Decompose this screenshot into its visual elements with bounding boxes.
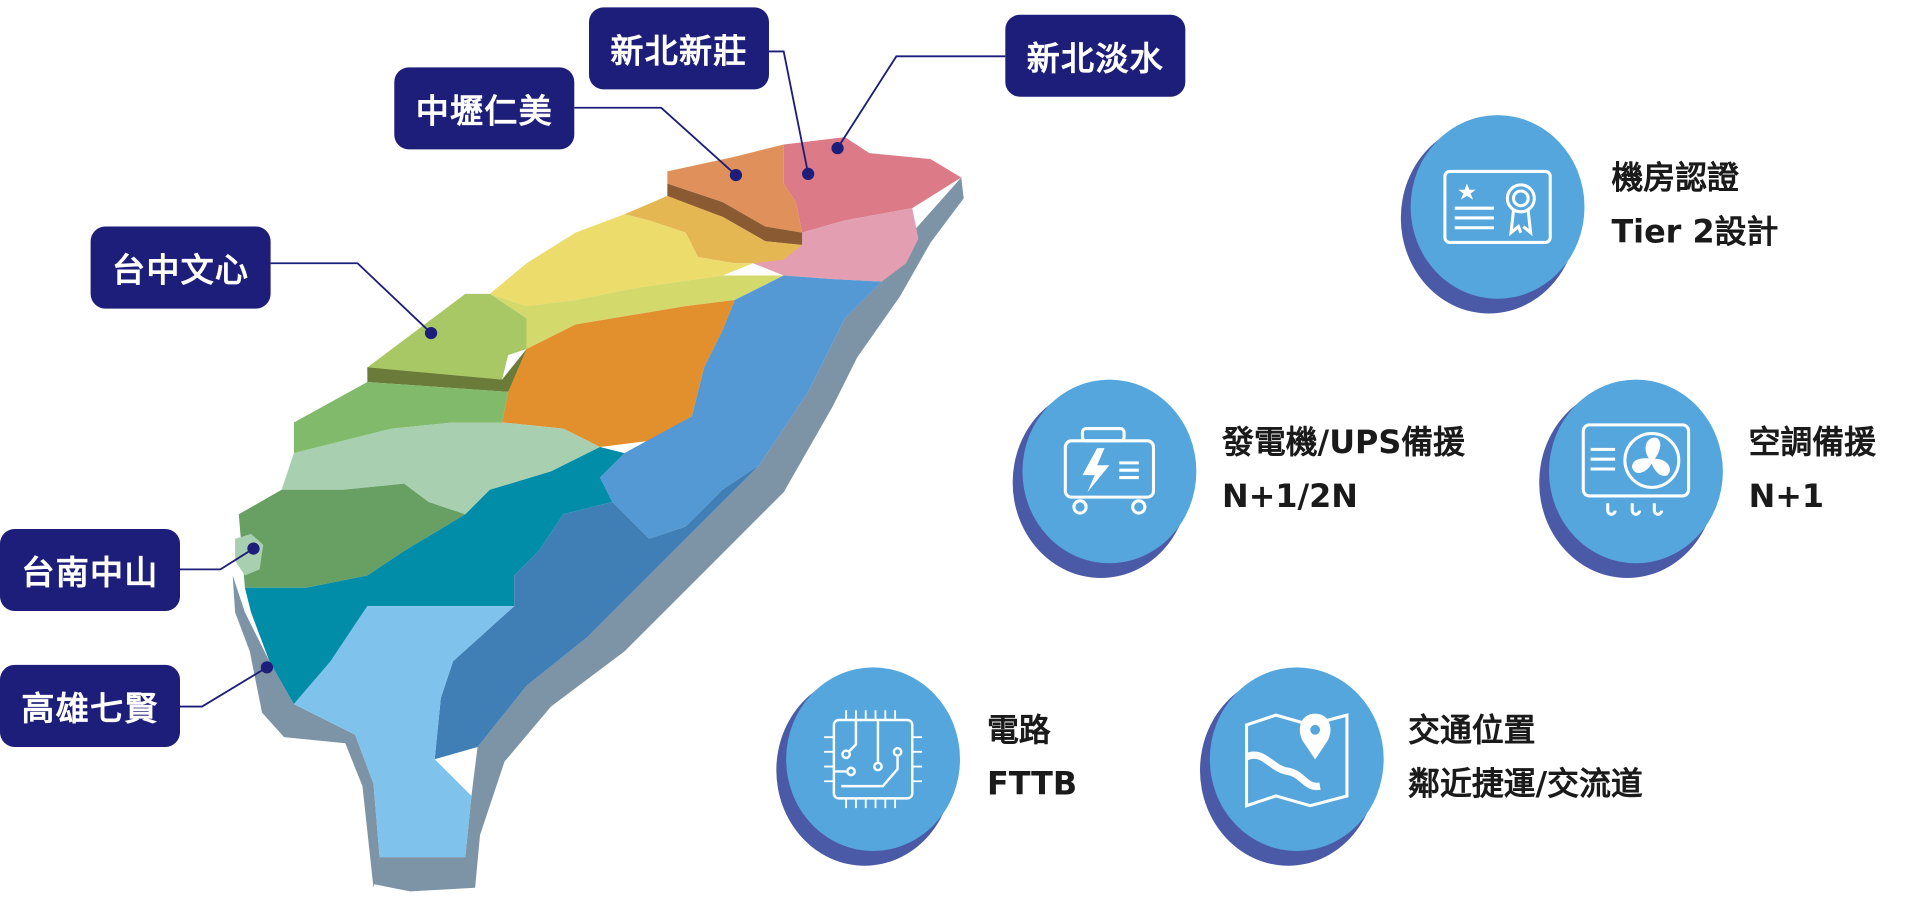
feature-subtitle: FTTB	[986, 766, 1078, 804]
region-yunlin	[281, 422, 601, 515]
region-chiayi	[238, 483, 466, 588]
location-dot[interactable]	[260, 661, 274, 674]
air-conditioner-icon	[1548, 379, 1723, 564]
feature-subtitle: Tier 2設計	[1611, 214, 1779, 252]
region-keelung-yilan	[753, 208, 919, 282]
location-label-taichung[interactable]: 台中文心	[90, 226, 271, 309]
leader-lines	[180, 50, 1006, 708]
region-taichung-edge	[367, 348, 527, 392]
region-nantou	[502, 300, 735, 447]
location-dots	[247, 142, 844, 674]
region-hualien	[600, 275, 882, 539]
region-new-taipei-tamsui	[783, 137, 962, 233]
feature-title: 機房認證	[1611, 160, 1739, 198]
region-taitung	[434, 465, 760, 760]
region-edge-brown	[667, 183, 803, 245]
region-changhua	[293, 382, 509, 454]
location-dot[interactable]	[802, 167, 815, 181]
feature-title: 電路	[986, 712, 1051, 750]
location-label-xinzhuang[interactable]: 新北新莊	[588, 7, 769, 90]
region-hsinchu	[624, 195, 803, 264]
map-pin-icon	[1209, 667, 1384, 852]
region-tainan-kaohsiung	[244, 446, 625, 705]
circuit-icon	[786, 667, 961, 852]
location-dot[interactable]	[424, 326, 438, 340]
location-label-tamsui[interactable]: 新北淡水	[1005, 14, 1186, 97]
location-dot[interactable]	[729, 168, 743, 182]
feature-subtitle: 鄰近捷運/交流道	[1408, 766, 1643, 804]
generator-icon	[1022, 379, 1197, 564]
location-label-zhongli[interactable]: 中壢仁美	[394, 67, 575, 150]
map-regions	[235, 137, 962, 858]
region-taichung	[367, 293, 527, 380]
feature-subtitle: N+1/2N	[1222, 478, 1358, 516]
feature-title: 空調備援	[1748, 424, 1876, 462]
region-miaoli	[489, 214, 754, 307]
feature-title: 發電機/UPS備援	[1222, 424, 1465, 462]
certificate-icon	[1410, 115, 1585, 299]
region-pingtung	[293, 606, 515, 858]
feature-title: 交通位置	[1408, 712, 1536, 750]
location-label-tainan[interactable]: 台南中山	[0, 528, 181, 612]
location-dot[interactable]	[831, 142, 844, 155]
feature-subtitle: N+1	[1748, 478, 1825, 516]
map-side-shadow	[232, 177, 964, 892]
region-taoyuan	[667, 144, 803, 233]
location-dot[interactable]	[247, 542, 260, 555]
location-label-kaohsiung[interactable]: 高雄七賢	[0, 664, 181, 747]
